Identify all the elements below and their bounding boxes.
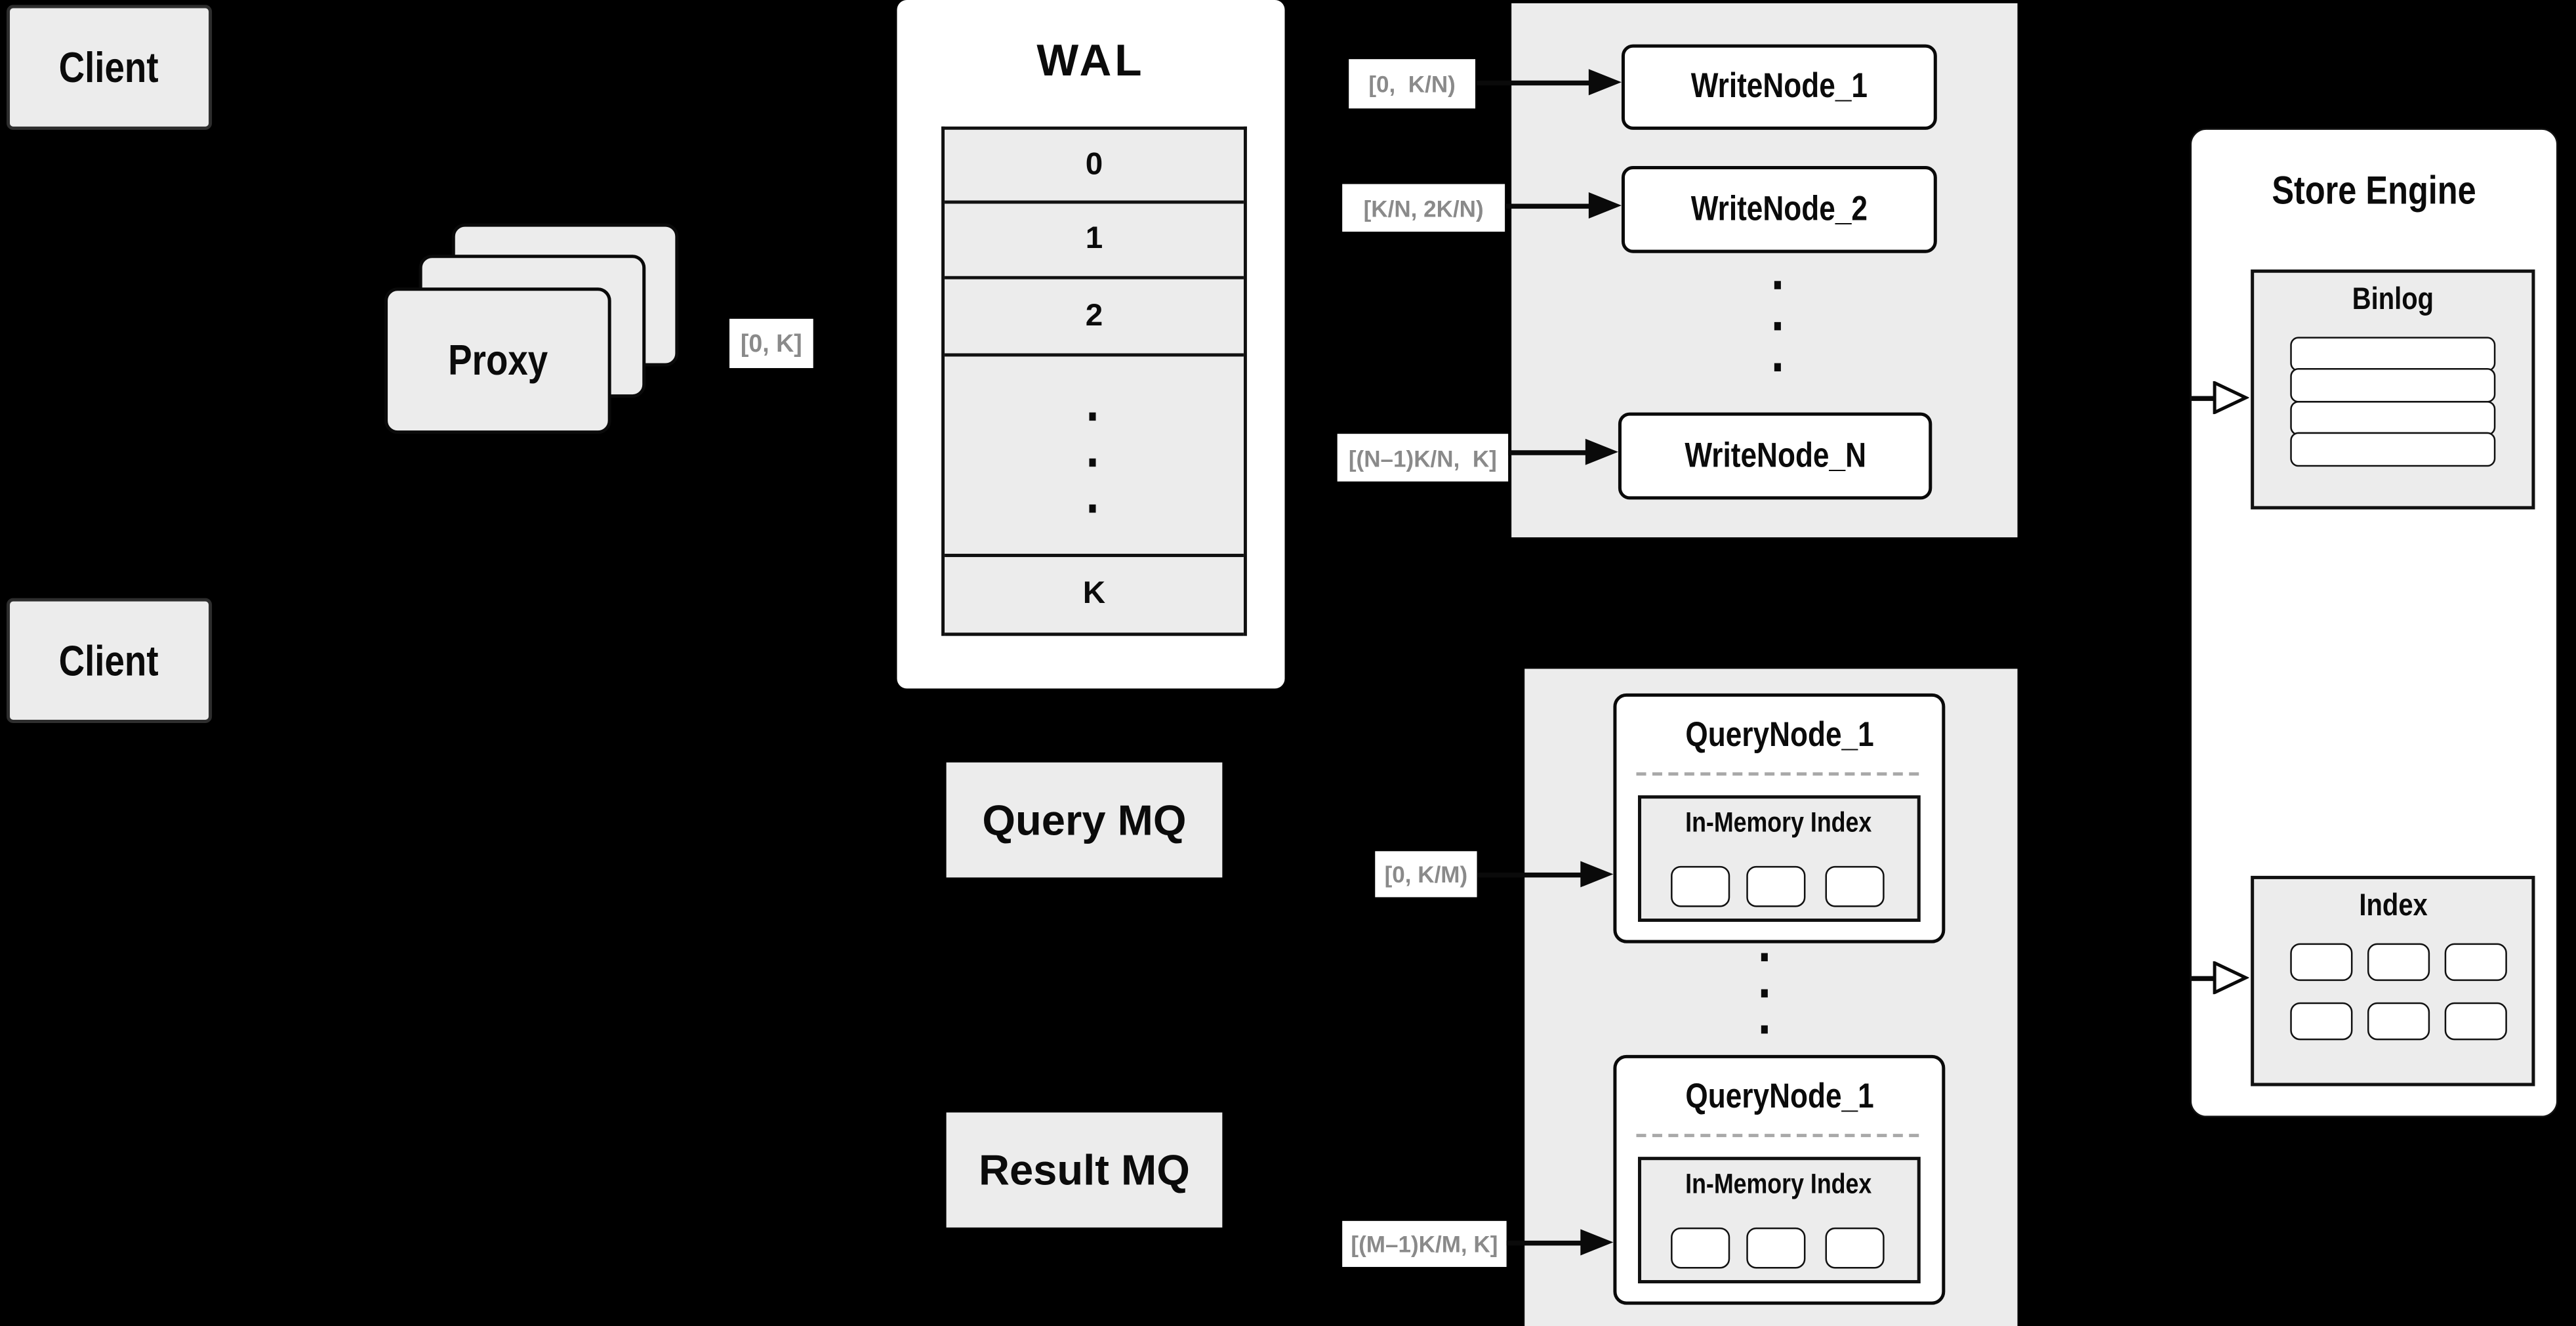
in-memory-index-title: In-Memory Index <box>1686 1168 1873 1200</box>
querynode-1-label: QueryNode_1 <box>1685 716 1874 755</box>
querynode-2-label: QueryNode_1 <box>1685 1077 1874 1116</box>
in-memory-index-title: In-Memory Index <box>1686 806 1873 839</box>
memory-segment-cell <box>1825 1227 1885 1269</box>
memory-segment-cell <box>1746 1227 1806 1269</box>
binlog-title: Binlog <box>2352 282 2434 318</box>
store-engine-title: Store Engine <box>2272 169 2476 214</box>
wal-title: WAL <box>1036 36 1145 86</box>
client-top-label: Client <box>59 41 159 91</box>
query-ellipsis-dots <box>1761 953 1768 1034</box>
wal-row: 2 <box>945 279 1244 357</box>
binlog-box: Binlog <box>2251 269 2535 510</box>
querynode-2-divider <box>1636 1134 1919 1138</box>
arrowhead-to-writenode-1 <box>1588 69 1622 96</box>
arrowhead-to-querynode-1 <box>1580 861 1614 888</box>
proxy-label: Proxy <box>447 335 548 385</box>
query-mq-box: Query MQ <box>946 762 1223 878</box>
write-range-label-1: [0, K/N) <box>1349 59 1476 109</box>
arrowhead-to-writenode-n <box>1585 438 1618 465</box>
binlog-row <box>2290 336 2496 371</box>
index-title: Index <box>2358 888 2428 924</box>
client-top-box: Client <box>7 5 213 130</box>
index-segment-cell <box>2290 1002 2353 1041</box>
arrowhead-to-writenode-2 <box>1588 192 1622 219</box>
wal-table: 0 1 2 K <box>941 126 1247 636</box>
binlog-row <box>2290 400 2496 435</box>
arrow-to-index <box>2192 976 2215 980</box>
wal-row: K <box>945 557 1244 636</box>
write-range-label-2: [K/N, 2K/N) <box>1342 184 1505 232</box>
querynode-1-memory-box: In-Memory Index <box>1637 795 1921 922</box>
open-arrowhead-binlog <box>2213 381 2249 415</box>
arrow-to-writenode-2 <box>1505 203 1591 209</box>
arrow-to-querynode-2 <box>1506 1240 1582 1246</box>
proxy-range-label: [0, K] <box>729 318 813 369</box>
open-arrowhead-index <box>2213 961 2249 995</box>
writenode-2-label: WriteNode_2 <box>1690 190 1868 228</box>
writenode-2-box: WriteNode_2 <box>1621 165 1937 253</box>
wal-row: 1 <box>945 203 1244 280</box>
binlog-row <box>2290 368 2496 403</box>
write-range-label-3: [(N–1)K/N, K] <box>1337 434 1509 482</box>
writenode-n-label: WriteNode_N <box>1684 436 1866 474</box>
arrow-to-writenode-1 <box>1475 80 1591 86</box>
memory-segment-cell <box>1746 865 1806 907</box>
client-bottom-box: Client <box>7 598 213 723</box>
index-segment-cell <box>2367 943 2430 982</box>
writenode-n-box: WriteNode_N <box>1618 412 1932 500</box>
proxy-stack: Proxy <box>384 223 679 434</box>
write-ellipsis-dots <box>1774 281 1781 372</box>
index-segment-cell <box>2444 1002 2507 1041</box>
query-mq-label: Query MQ <box>982 794 1187 844</box>
query-range-label-1: [0, K/M) <box>1375 851 1477 898</box>
querynode-1-box: QueryNode_1 In-Memory Index <box>1613 693 1946 943</box>
index-segment-cell <box>2367 1002 2430 1041</box>
store-engine-box: Store Engine Binlog Index <box>2190 128 2558 1118</box>
memory-segment-cell <box>1671 1227 1730 1269</box>
querynode-1-divider <box>1636 772 1919 776</box>
wal-ellipsis-cell <box>945 356 1244 558</box>
index-segment-cell <box>2444 943 2507 982</box>
arrow-to-binlog <box>2192 396 2215 400</box>
memory-segment-cell <box>1671 865 1730 907</box>
querynode-2-box: QueryNode_1 In-Memory Index <box>1613 1054 1946 1305</box>
arrow-to-querynode-1 <box>1477 872 1582 878</box>
query-range-label-2: [(M–1)K/M, K] <box>1342 1220 1507 1267</box>
arrowhead-to-querynode-2 <box>1580 1229 1614 1256</box>
client-bottom-label: Client <box>59 634 159 685</box>
writenode-1-box: WriteNode_1 <box>1621 44 1937 130</box>
writenode-1-label: WriteNode_1 <box>1690 67 1868 106</box>
binlog-row <box>2290 432 2496 467</box>
index-box: Index <box>2251 875 2535 1087</box>
index-segment-cell <box>2290 943 2353 982</box>
memory-segment-cell <box>1825 865 1885 907</box>
wal-row: 0 <box>945 129 1244 204</box>
result-mq-label: Result MQ <box>978 1144 1190 1194</box>
result-mq-box: Result MQ <box>946 1112 1223 1228</box>
arrow-to-writenode-n <box>1508 450 1587 455</box>
proxy-box-front: Proxy <box>384 287 611 434</box>
querynode-2-memory-box: In-Memory Index <box>1637 1157 1921 1284</box>
wal-box: WAL 0 1 2 K <box>897 0 1285 689</box>
